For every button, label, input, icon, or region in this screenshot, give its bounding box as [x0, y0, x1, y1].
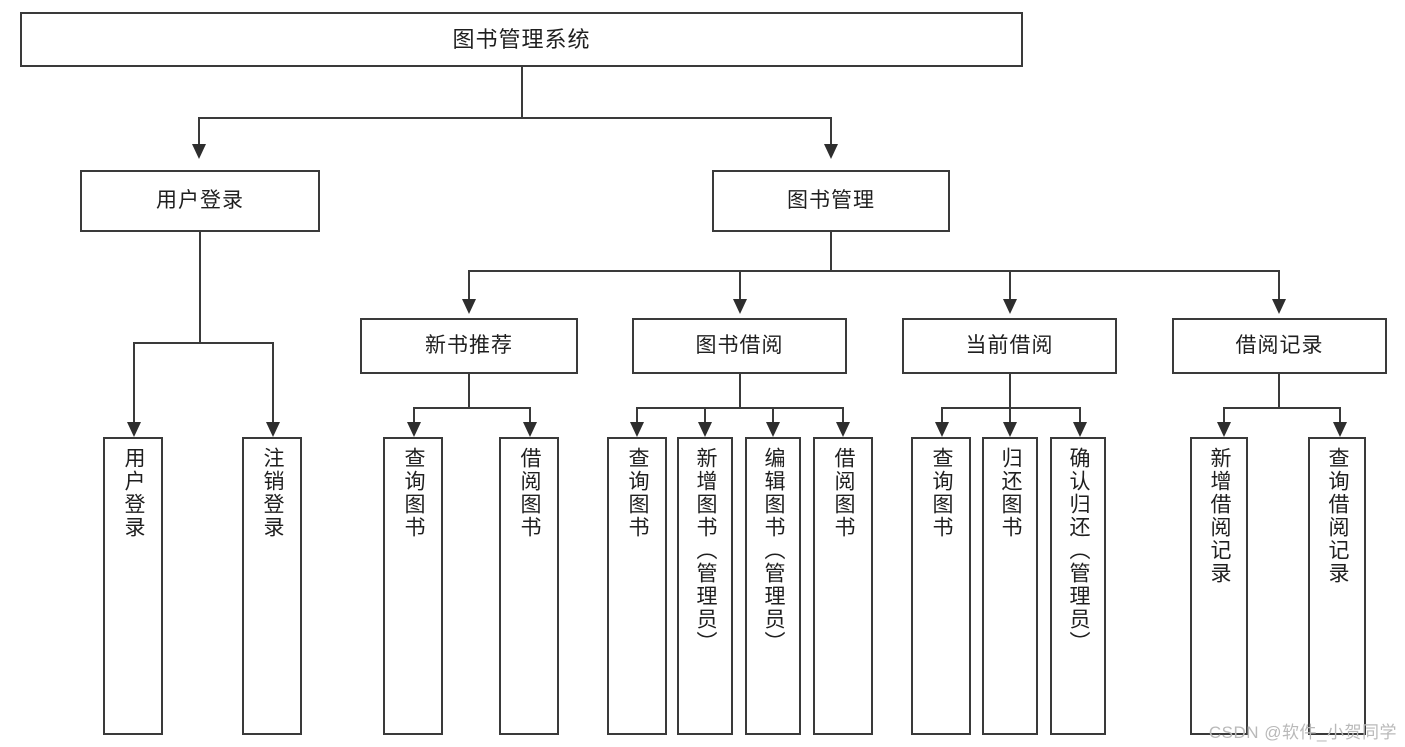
node-label: 确认归还（管理员） [1067, 447, 1091, 654]
node-borrow-record[interactable]: 借阅记录 [1172, 318, 1387, 374]
arrow-to-leaf-query-book-3 [935, 422, 949, 437]
node-label: 查询图书 [402, 447, 426, 539]
arrow-to-leaf-borrow-book-1 [523, 422, 537, 437]
connector-current-borrow-stem [1009, 374, 1011, 407]
connector-new-book-drop-2 [529, 407, 531, 422]
node-label: 查询图书 [626, 447, 650, 539]
arrow-to-leaf-query-record [1333, 422, 1347, 437]
connector-new-book-bar [413, 407, 530, 409]
node-label: 归还图书 [999, 447, 1023, 539]
node-book-manage[interactable]: 图书管理 [712, 170, 950, 232]
node-label: 图书管理系统 [452, 26, 591, 52]
node-label: 用户登录 [156, 188, 244, 212]
leaf-current-query-book[interactable]: 查询图书 [911, 437, 971, 735]
connector-user-login-drop-2 [272, 342, 274, 422]
leaf-borrow-edit-book[interactable]: 编辑图书（管理员） [745, 437, 801, 735]
connector-level3-bar [468, 270, 1279, 272]
connector-book-manage-stem [830, 232, 832, 270]
node-label: 借阅图书 [832, 447, 856, 539]
node-label: 新增图书（管理员） [694, 447, 718, 654]
connector-level3-drop-4 [1278, 270, 1280, 299]
connector-borrow-record-drop-2 [1339, 407, 1341, 422]
connector-borrow-record-stem [1278, 374, 1280, 407]
arrow-to-current-borrow [1003, 299, 1017, 314]
leaf-current-confirm-return[interactable]: 确认归还（管理员） [1050, 437, 1106, 735]
connector-book-borrow-drop-1 [636, 407, 638, 422]
node-book-borrow[interactable]: 图书借阅 [632, 318, 847, 374]
connector-book-borrow-stem [739, 374, 741, 407]
leaf-user-login[interactable]: 用户登录 [103, 437, 163, 735]
node-current-borrow[interactable]: 当前借阅 [902, 318, 1117, 374]
arrow-to-leaf-add-record [1217, 422, 1231, 437]
connector-book-borrow-drop-3 [772, 407, 774, 422]
arrow-to-new-book [462, 299, 476, 314]
arrow-to-book-borrow [733, 299, 747, 314]
connector-level2-drop-left [198, 117, 200, 144]
connector-level2-bar [198, 117, 832, 119]
connector-level3-drop-2 [739, 270, 741, 299]
node-label: 新书推荐 [425, 333, 513, 357]
connector-current-borrow-drop-1 [941, 407, 943, 422]
node-label: 注销登录 [261, 447, 285, 539]
connector-root-stem [521, 67, 523, 117]
leaf-recommend-borrow-book[interactable]: 借阅图书 [499, 437, 559, 735]
connector-level3-drop-1 [468, 270, 470, 299]
leaf-recommend-query-book[interactable]: 查询图书 [383, 437, 443, 735]
connector-level2-drop-right [830, 117, 832, 144]
arrow-to-leaf-return-book [1003, 422, 1017, 437]
leaf-borrow-add-book[interactable]: 新增图书（管理员） [677, 437, 733, 735]
connector-level3-drop-3 [1009, 270, 1011, 299]
leaf-record-add[interactable]: 新增借阅记录 [1190, 437, 1248, 735]
node-label: 图书借阅 [695, 333, 784, 357]
arrow-to-leaf-borrow-book-2 [836, 422, 850, 437]
node-label: 编辑图书（管理员） [762, 447, 786, 654]
node-new-book-recommend[interactable]: 新书推荐 [360, 318, 578, 374]
arrow-to-leaf-add-book [698, 422, 712, 437]
node-label: 查询图书 [930, 447, 954, 539]
connector-user-login-stem [199, 232, 201, 342]
arrow-to-leaf-user-login [127, 422, 141, 437]
connector-borrow-record-drop-1 [1223, 407, 1225, 422]
arrow-to-leaf-query-book-1 [407, 422, 421, 437]
node-label: 借阅记录 [1235, 333, 1324, 357]
arrow-to-user-login [192, 144, 206, 159]
arrow-to-leaf-logout [266, 422, 280, 437]
arrow-to-leaf-query-book-2 [630, 422, 644, 437]
connector-current-borrow-drop-2 [1009, 407, 1011, 422]
connector-user-login-bar [133, 342, 273, 344]
leaf-logout[interactable]: 注销登录 [242, 437, 302, 735]
leaf-record-query[interactable]: 查询借阅记录 [1308, 437, 1366, 735]
node-label: 图书管理 [787, 188, 875, 212]
leaf-borrow-query-book[interactable]: 查询图书 [607, 437, 667, 735]
arrow-to-book-manage [824, 144, 838, 159]
connector-current-borrow-drop-3 [1079, 407, 1081, 422]
node-label: 新增借阅记录 [1208, 447, 1232, 585]
node-label: 用户登录 [122, 447, 146, 539]
arrow-to-leaf-confirm-return [1073, 422, 1087, 437]
node-label: 借阅图书 [518, 447, 542, 539]
connector-book-borrow-drop-2 [704, 407, 706, 422]
connector-new-book-stem [468, 374, 470, 407]
leaf-current-return-book[interactable]: 归还图书 [982, 437, 1038, 735]
connector-book-borrow-drop-4 [842, 407, 844, 422]
arrow-to-leaf-edit-book [766, 422, 780, 437]
connector-book-borrow-bar [636, 407, 844, 409]
connector-borrow-record-bar [1223, 407, 1340, 409]
node-label: 当前借阅 [965, 333, 1054, 357]
node-user-login[interactable]: 用户登录 [80, 170, 320, 232]
leaf-borrow-borrow-book[interactable]: 借阅图书 [813, 437, 873, 735]
node-label: 查询借阅记录 [1326, 447, 1350, 585]
connector-new-book-drop-1 [413, 407, 415, 422]
node-root-system[interactable]: 图书管理系统 [20, 12, 1023, 67]
arrow-to-borrow-record [1272, 299, 1286, 314]
connector-user-login-drop-1 [133, 342, 135, 422]
